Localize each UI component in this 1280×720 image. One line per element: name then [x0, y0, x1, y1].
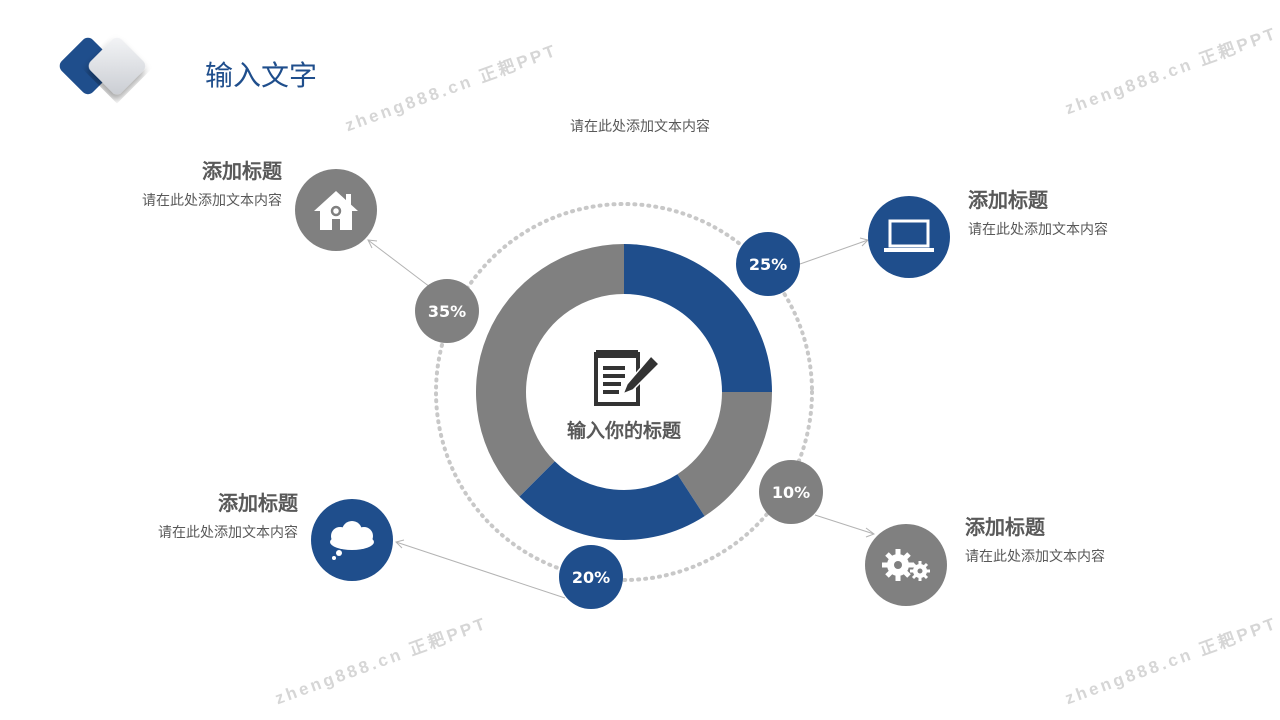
- donut-segment-35: [476, 244, 624, 497]
- house-icon: [314, 191, 358, 230]
- percent-badge-25: 25%: [736, 232, 800, 296]
- arrow-10: [814, 514, 875, 535]
- item-title-top-left: 添加标题: [202, 159, 282, 183]
- laptop-circle: [868, 196, 950, 278]
- donut-segment-20: [519, 461, 705, 540]
- donut-segment-25: [624, 244, 772, 392]
- percent-badge-10: 10%: [759, 460, 823, 524]
- percent-badge-35: 35%: [415, 279, 479, 343]
- house-circle: [295, 169, 377, 251]
- arrow-20: [395, 541, 566, 599]
- gears-circle: [865, 524, 947, 606]
- arrow-35: [367, 239, 431, 288]
- item-title-bottom-right: 添加标题: [965, 515, 1045, 539]
- arrow-25: [799, 239, 869, 265]
- item-text-bottom-right: 请在此处添加文本内容: [965, 549, 1105, 565]
- cloud-circle: [311, 499, 393, 581]
- page-title: 输入文字: [205, 59, 318, 92]
- subtitle: 请在此处添加文本内容: [570, 119, 710, 135]
- donut-segment-10: [677, 392, 772, 517]
- logo-diamonds: [59, 37, 146, 95]
- item-title-top-right: 添加标题: [968, 188, 1048, 212]
- gears-icon: [882, 549, 930, 581]
- item-text-top-right: 请在此处添加文本内容: [968, 222, 1108, 238]
- center-title: 输入你的标题: [566, 420, 681, 442]
- cloud-icon: [330, 521, 374, 560]
- item-text-bottom-left: 请在此处添加文本内容: [158, 525, 298, 541]
- laptop-icon: [884, 219, 934, 252]
- item-text-top-left: 请在此处添加文本内容: [142, 193, 282, 209]
- percent-badge-20: 20%: [559, 545, 623, 609]
- item-title-bottom-left: 添加标题: [218, 491, 298, 515]
- notepad-pencil-icon: [594, 350, 661, 406]
- dotted-ring: [434, 202, 814, 582]
